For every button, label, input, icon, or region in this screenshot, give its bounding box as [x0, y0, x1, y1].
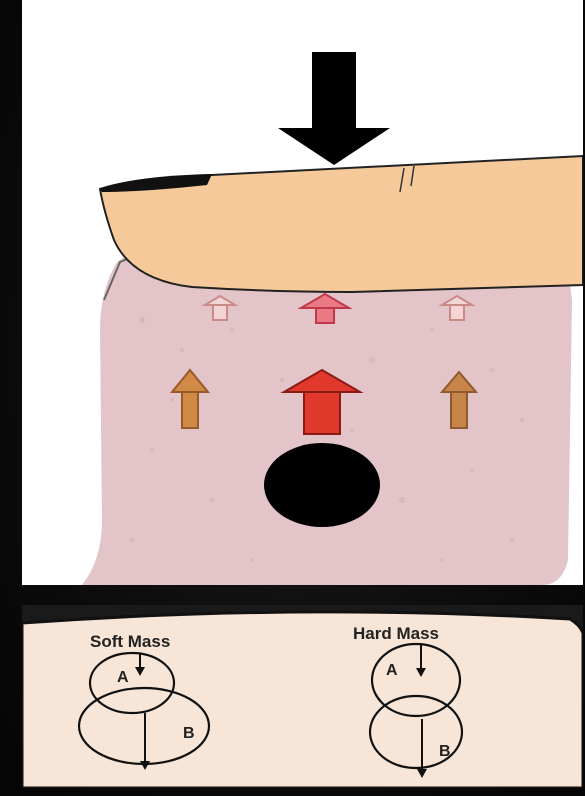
palpation-illustration	[22, 0, 583, 585]
palpation-svg	[22, 0, 583, 585]
soft-mass-label: Soft Mass	[90, 632, 170, 651]
mass	[264, 443, 380, 527]
down-arrow-icon	[278, 52, 390, 165]
mass-comparison-svg: Soft Mass A B Hard Mass	[22, 605, 583, 788]
hard-mass-label-b: B	[439, 743, 451, 760]
hard-mass-label-a: A	[386, 662, 398, 679]
mass-comparison-panel: Soft Mass A B Hard Mass	[22, 605, 583, 788]
hard-mass-label: Hard Mass	[353, 624, 439, 643]
soft-mass-label-a: A	[117, 669, 129, 686]
soft-mass-label-b: B	[183, 725, 195, 742]
